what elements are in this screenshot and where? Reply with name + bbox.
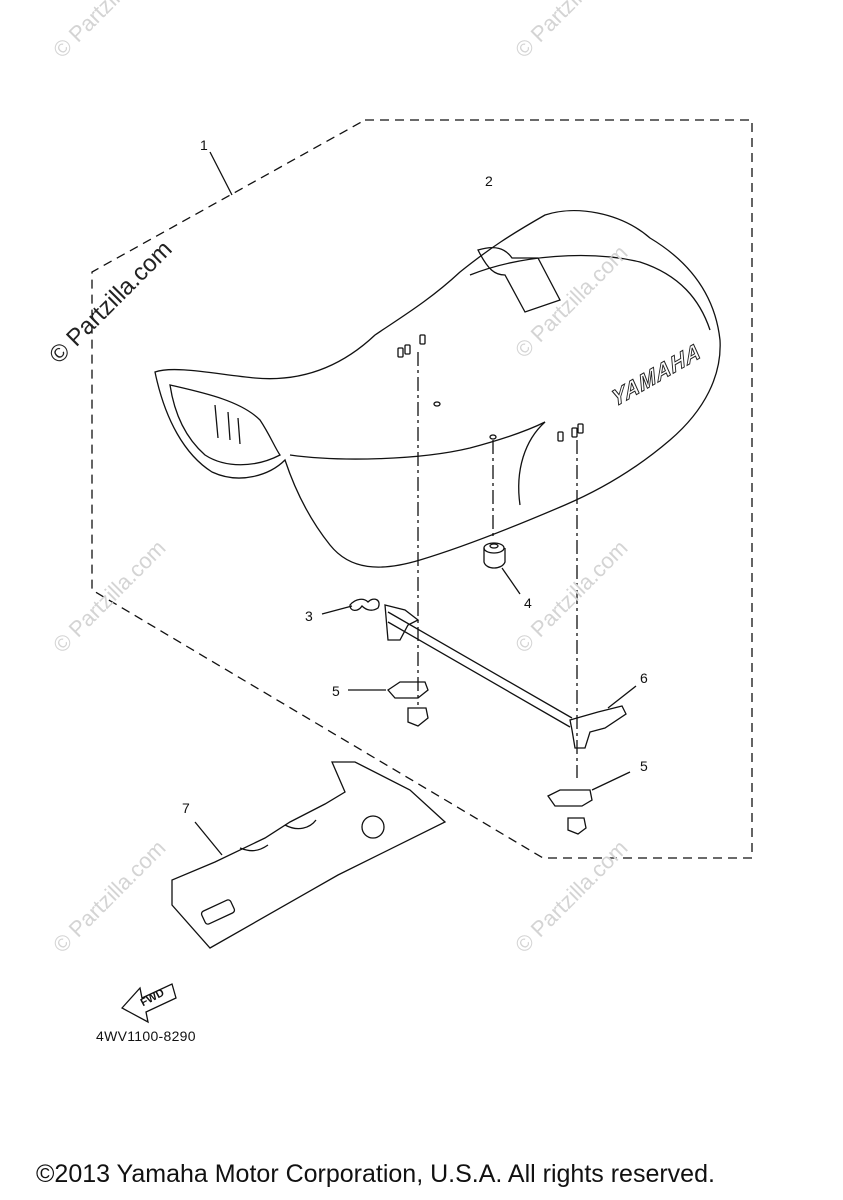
lock-rod bbox=[387, 611, 573, 728]
callout-5-upper: 5 bbox=[332, 683, 340, 699]
callout-1: 1 bbox=[200, 137, 208, 153]
callout-3: 3 bbox=[305, 608, 313, 624]
fwd-arrow-icon bbox=[120, 983, 177, 1024]
callout-7: 7 bbox=[182, 800, 190, 816]
damper bbox=[483, 548, 506, 569]
callout-5-lower: 5 bbox=[640, 758, 648, 774]
callout-2: 2 bbox=[485, 173, 493, 189]
callout-6: 6 bbox=[640, 670, 648, 686]
bracket-upper bbox=[387, 681, 429, 699]
under-plate bbox=[171, 761, 447, 949]
seat-strap bbox=[477, 247, 561, 313]
spring bbox=[349, 598, 380, 612]
bracket-lower bbox=[547, 789, 593, 807]
seat-outline bbox=[154, 210, 721, 568]
part-code: 4WV1100-8290 bbox=[96, 1028, 196, 1044]
lock-lever bbox=[569, 705, 627, 749]
assembly-boundary bbox=[91, 119, 753, 859]
copyright-text: ©2013 Yamaha Motor Corporation, U.S.A. A… bbox=[36, 1160, 715, 1188]
callout-4: 4 bbox=[524, 595, 532, 611]
